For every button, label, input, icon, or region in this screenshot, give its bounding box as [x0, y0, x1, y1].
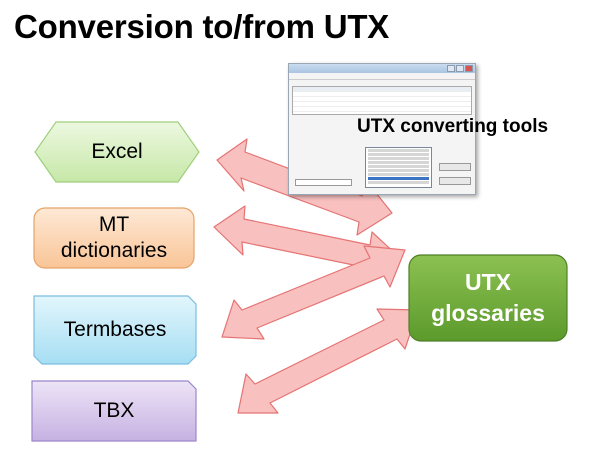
file-table [292, 86, 472, 115]
node-excel-label: Excel [91, 139, 143, 163]
window-controls [447, 65, 473, 72]
close-icon [465, 65, 473, 72]
window-button-bottom [439, 177, 471, 185]
node-excel-shape [34, 121, 200, 183]
converter-window-screenshot [288, 63, 476, 195]
maximize-icon [456, 65, 464, 72]
node-mt-label: MT dictionaries [60, 212, 168, 262]
window-button-top [439, 163, 471, 171]
window-dropdown [295, 179, 352, 186]
converting-tools-label: UTX converting tools [357, 116, 549, 137]
node-utx-label: UTX glossaries [431, 268, 545, 326]
node-tbx-label: TBX [93, 398, 135, 422]
window-menubar [289, 73, 475, 80]
node-tbx-shape [31, 380, 197, 442]
node-termbases-label: Termbases [63, 317, 167, 341]
node-termbases-shape [33, 295, 197, 365]
format-list [365, 147, 432, 188]
window-titlebar [289, 64, 475, 73]
arrow-termbases-utx [221, 245, 406, 340]
minimize-icon [447, 65, 455, 72]
node-utx-shape [408, 254, 568, 342]
page-title: Conversion to/from UTX [14, 8, 390, 45]
node-mt-shape [33, 207, 195, 269]
